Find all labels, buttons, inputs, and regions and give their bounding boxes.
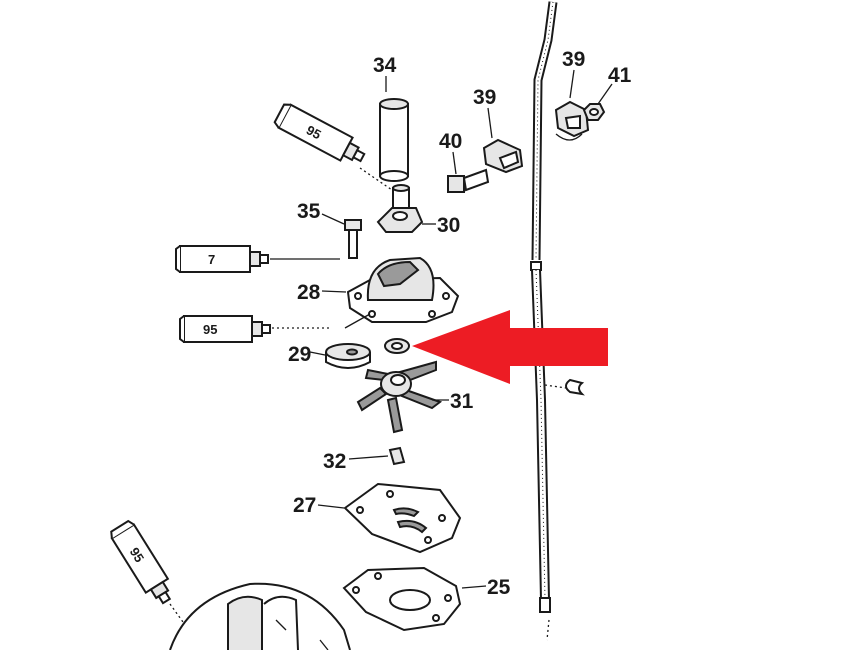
callout-41: 41 — [608, 64, 632, 87]
part-34-sleeve: 34 — [373, 54, 409, 182]
shaft-key-clip — [544, 378, 585, 396]
callout-39-mid: 39 — [473, 86, 496, 109]
part-30-tube-guide: 30 — [376, 184, 460, 237]
part-27-plate: 27 — [293, 482, 462, 554]
part-40-bolt: 40 — [439, 130, 490, 193]
callout-25: 25 — [487, 576, 511, 599]
callout-34: 34 — [373, 54, 397, 77]
sealant-tube-7: 7 — [175, 245, 340, 273]
tube-label: 95 — [304, 122, 324, 142]
sealant-tube-95-mid: 95 — [179, 315, 330, 343]
part-25-gasket: 25 — [342, 566, 511, 632]
part-41-nut: 41 — [582, 64, 632, 121]
callout-32: 32 — [323, 450, 346, 473]
callout-27: 27 — [293, 494, 316, 517]
callout-40: 40 — [439, 130, 462, 153]
part-31-impeller: 31 — [356, 360, 474, 434]
sealant-tube-95-bottom: 95 — [110, 519, 197, 641]
drive-shaft — [530, 1, 558, 641]
callout-29: 29 — [288, 343, 311, 366]
tube-label: 7 — [208, 252, 215, 267]
part-32-key: 32 — [323, 446, 406, 473]
part-39-clamp-upper: 39 — [554, 48, 590, 141]
highlighted-washer — [384, 338, 410, 354]
callout-28: 28 — [297, 281, 321, 304]
part-29-insert: 29 — [288, 343, 371, 369]
tube-label: 95 — [127, 545, 147, 565]
callout-39-upper: 39 — [562, 48, 585, 71]
part-35-bolt: 35 — [297, 200, 362, 259]
callout-30: 30 — [437, 214, 460, 237]
arrow-left-icon — [412, 310, 608, 384]
part-28-pump-housing: 28 — [297, 256, 460, 329]
callout-35: 35 — [297, 200, 321, 223]
sealant-tube-95-top: 95 — [273, 103, 393, 191]
gearcase-partial — [169, 582, 351, 650]
part-39-clamp: 39 — [473, 86, 524, 174]
callout-31: 31 — [450, 390, 474, 413]
tube-label: 95 — [203, 322, 217, 337]
